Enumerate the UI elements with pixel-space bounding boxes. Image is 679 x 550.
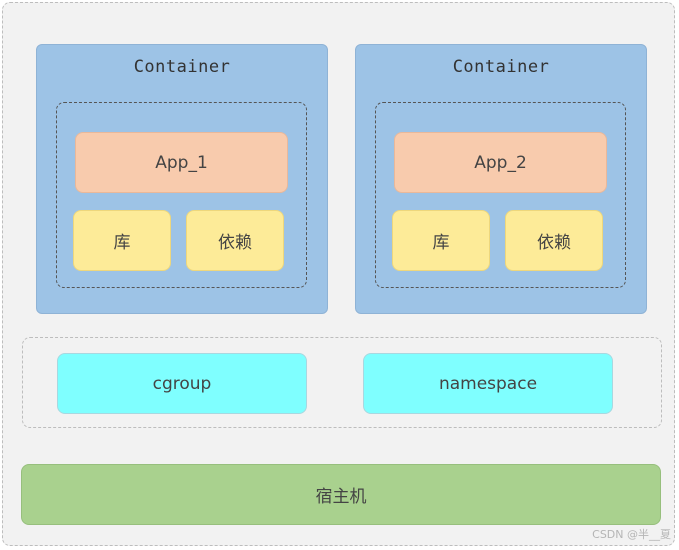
container-title: Container	[133, 57, 231, 77]
container-box-1: Container App_1 库 依赖	[36, 44, 328, 314]
library-box: 库	[392, 210, 490, 271]
container-runtime-boundary	[56, 102, 307, 288]
container-box-2: Container App_2 库 依赖	[355, 44, 647, 314]
kernel-features-group	[22, 337, 662, 428]
app-box: App_2	[394, 132, 607, 193]
app-box: App_1	[75, 132, 288, 193]
container-runtime-boundary	[375, 102, 626, 288]
container-title: Container	[452, 57, 550, 77]
dependency-box: 依赖	[505, 210, 603, 271]
watermark: CSDN @半__夏	[592, 528, 671, 541]
namespace-box: namespace	[363, 353, 613, 414]
library-box: 库	[73, 210, 171, 271]
cgroup-box: cgroup	[57, 353, 307, 414]
dependency-box: 依赖	[186, 210, 284, 271]
host-machine-box: 宿主机	[21, 464, 661, 525]
